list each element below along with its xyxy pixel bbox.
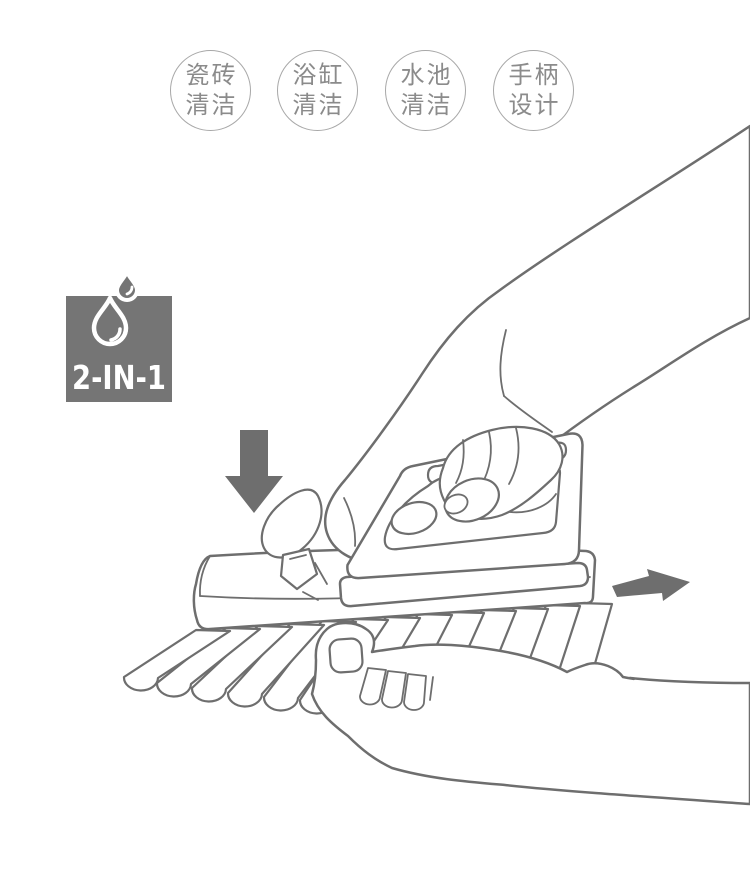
feature-circle-handle: 手柄 设计 [493,50,574,131]
feature-circle-text: 清洁 [185,90,238,119]
bristle-tips-gap [359,667,434,711]
supporting-hand [310,621,750,806]
down-arrow-icon [225,430,283,513]
badge-label: 2-IN-1 [72,358,166,397]
water-drop-icon [91,270,139,347]
feature-circle-text: 瓷砖 [185,61,238,90]
thumbnail [328,637,364,674]
feature-circle-text: 清洁 [400,90,453,119]
gripping-fingers [390,425,564,536]
feature-circle-sink: 水池 清洁 [385,50,466,131]
release-clip [260,488,328,601]
two-in-one-badge: 2-IN-1 [66,270,172,402]
feature-circle-text: 清洁 [292,90,345,119]
right-arrow-icon [612,569,690,601]
feature-circle-text: 手柄 [508,61,561,90]
feature-circle-text: 水池 [400,61,453,90]
feature-circle-tile: 瓷砖 清洁 [170,50,251,131]
feature-circle-text: 设计 [508,90,561,119]
feature-circle-bathtub: 浴缸 清洁 [277,50,358,131]
feature-circle-text: 浴缸 [292,61,345,90]
